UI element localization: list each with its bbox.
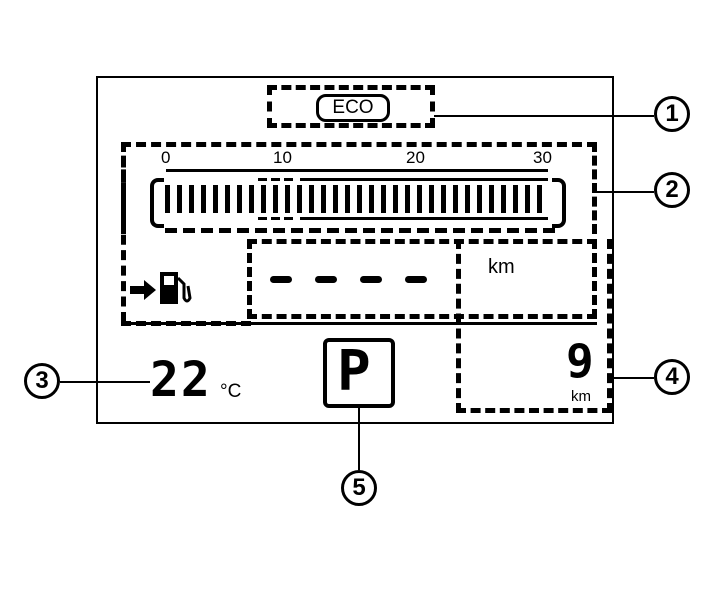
callout-1: 1: [654, 96, 690, 132]
range-unit: km: [571, 388, 591, 405]
divider-line: [121, 322, 597, 325]
range-value: 9: [566, 334, 594, 388]
gear-value: P: [337, 339, 371, 404]
bar-bottom-dash: [258, 217, 294, 220]
gauge-tick-0: 0: [161, 148, 171, 167]
fuel-bar-segments: [165, 185, 547, 213]
gauge-axis: [166, 169, 548, 172]
gauge-tick-10: 10: [273, 148, 292, 167]
bar-top-line: [300, 178, 548, 181]
distance-dash: [315, 276, 337, 283]
eco-indicator: ECO: [316, 94, 390, 122]
bar-bracket-right: [552, 178, 566, 228]
gauge-region-left-edge: [121, 142, 131, 322]
distance-region: [247, 239, 597, 319]
arrow-right-icon: [130, 280, 158, 305]
callout-3: 3: [24, 363, 60, 399]
distance-dash: [360, 276, 382, 283]
callout-4: 4: [654, 359, 690, 395]
distance-unit: km: [488, 256, 515, 278]
callout-1-leader: [434, 115, 654, 117]
callout-2-leader: [597, 191, 654, 193]
callout-2: 2: [654, 172, 690, 208]
callout-5: 5: [341, 470, 377, 506]
callout-3-leader: [60, 381, 150, 383]
distance-dash: [270, 276, 292, 283]
temperature-unit: °C: [220, 381, 242, 402]
gauge-tick-20: 20: [406, 148, 425, 167]
bar-top-dash: [258, 178, 294, 181]
bar-bracket-left: [150, 178, 164, 228]
bar-under-dash: [165, 228, 555, 233]
callout-5-leader: [358, 408, 360, 470]
callout-4-leader: [611, 377, 654, 379]
gauge-tick-30: 30: [533, 148, 552, 167]
temperature-value: 22: [150, 352, 212, 408]
gear-indicator-box: [323, 338, 395, 408]
range-region: [456, 239, 612, 413]
eco-indicator-region: [267, 85, 435, 128]
bar-bottom-line: [300, 217, 548, 220]
distance-dash: [405, 276, 427, 283]
fuel-pump-icon: [158, 270, 192, 311]
display-frame: [96, 76, 614, 424]
